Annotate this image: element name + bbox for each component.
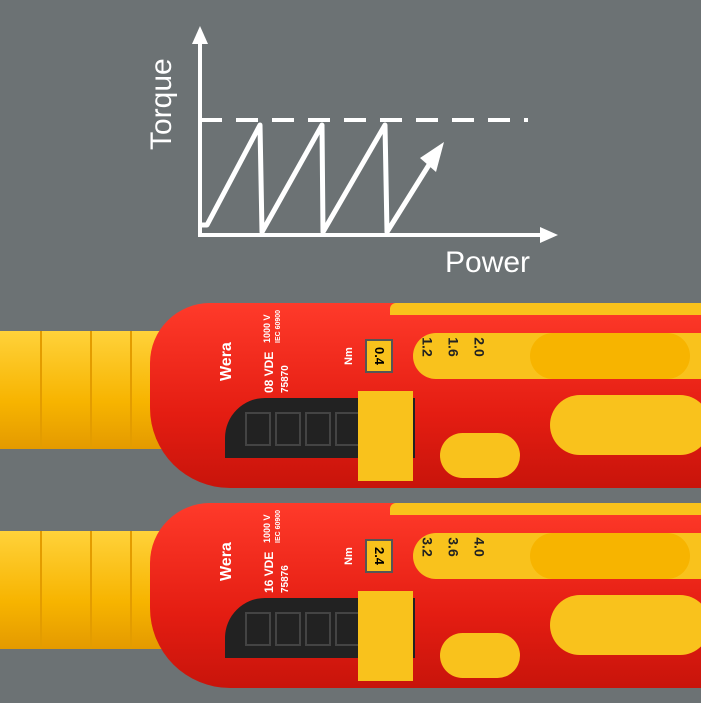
- lock-collar[interactable]: [358, 591, 413, 681]
- adjust-slider[interactable]: [530, 333, 690, 379]
- selected-torque: 0.4: [365, 339, 393, 373]
- model-label: 08 VDE: [262, 351, 276, 393]
- grip-pad: [550, 595, 701, 655]
- standard-label: IEC 60900: [275, 309, 282, 343]
- sawtooth-curve: [200, 122, 435, 235]
- model-label: 16 VDE: [262, 551, 276, 593]
- yellow-stripe: [390, 303, 701, 315]
- standard-label: IEC 60900: [275, 509, 282, 543]
- grip-pad: [440, 433, 520, 478]
- screwdriver-bottom: Wera 16 VDE 75876 1000 V IEC 60900 Nm 2.…: [0, 503, 701, 703]
- rating-label: 1000 V: [262, 514, 272, 543]
- adjust-slider[interactable]: [530, 533, 690, 579]
- torque-power-diagram: [192, 26, 558, 243]
- x-axis-label: Power: [445, 246, 531, 279]
- handle-grip: [0, 531, 165, 649]
- selected-torque: 2.4: [365, 539, 393, 573]
- grip-pad: [550, 395, 701, 455]
- brand-logo: Wera: [218, 342, 235, 381]
- unit-label: Nm: [343, 347, 355, 365]
- scale-value: 4.0: [471, 537, 488, 557]
- scale-value: 3.2: [419, 537, 436, 557]
- curve-arrow-icon: [420, 142, 444, 172]
- scale-value: 3.6: [445, 537, 462, 557]
- rating-label: 1000 V: [262, 314, 272, 343]
- handle-grip: [0, 331, 165, 449]
- scale-value: 1.2: [419, 337, 436, 357]
- x-axis-arrow-icon: [540, 227, 558, 243]
- brand-logo: Wera: [218, 542, 235, 581]
- scale-value: 1.6: [445, 337, 462, 357]
- lock-collar[interactable]: [358, 391, 413, 481]
- y-axis-label: Torque: [145, 58, 178, 150]
- scale-value: 2.0: [471, 337, 488, 357]
- grip-pad: [440, 633, 520, 678]
- y-axis-arrow-icon: [192, 26, 208, 44]
- code-label: 75876: [280, 565, 291, 593]
- screwdriver-top: Wera 08 VDE 75870 1000 V IEC 60900 Nm 0.…: [0, 303, 701, 503]
- code-label: 75870: [280, 365, 291, 393]
- yellow-stripe: [390, 503, 701, 515]
- unit-label: Nm: [343, 547, 355, 565]
